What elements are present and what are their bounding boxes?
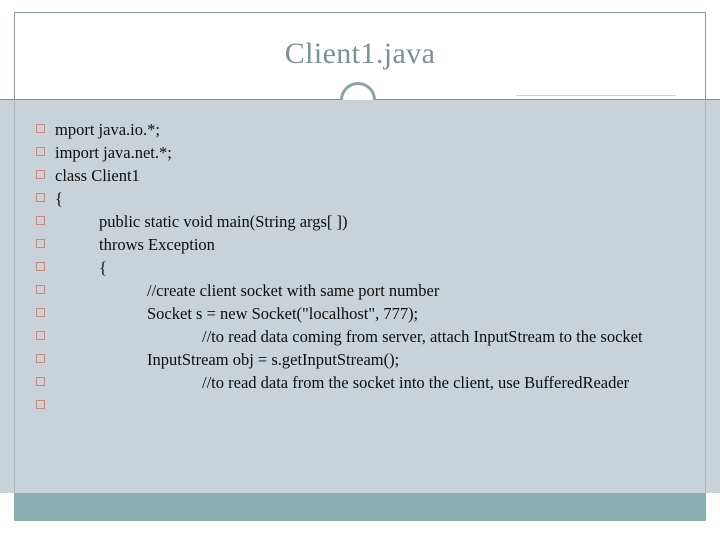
list-item: //to read data coming from server, attac…	[0, 325, 692, 348]
list-item-label: InputStream obj = s.getInputStream();	[147, 350, 400, 369]
list-item: InputStream obj = s.getInputStream();	[0, 348, 692, 371]
square-bullet-icon	[36, 216, 45, 225]
wrap-indent-spacer	[55, 327, 202, 346]
slide-bottom-margin	[0, 521, 720, 540]
square-bullet-icon	[36, 285, 45, 294]
list-item-label: {	[99, 258, 107, 277]
list-item-label: throws Exception	[99, 235, 215, 254]
list-item: import java.net.*;	[0, 141, 692, 164]
list-item: //create client socket with same port nu…	[0, 279, 692, 302]
list-item-label: Socket s = new Socket("localhost", 777);	[147, 304, 419, 323]
square-bullet-icon	[36, 124, 45, 133]
list-item-label: //to read data from the socket into the …	[0, 371, 692, 394]
square-bullet-icon	[36, 262, 45, 271]
page-title: Client1.java	[284, 37, 436, 70]
square-bullet-icon	[36, 239, 45, 248]
square-bullet-icon	[36, 170, 45, 179]
list-item: class Client1	[0, 164, 692, 187]
square-bullet-icon	[36, 400, 45, 409]
square-bullet-icon	[36, 377, 45, 386]
square-bullet-icon	[36, 331, 45, 340]
code-bullet-list: mport java.io.*; import java.net.*; class …	[0, 118, 692, 417]
list-item: Socket s = new Socket("localhost", 777);	[0, 302, 692, 325]
list-item: {	[0, 256, 692, 279]
list-item	[0, 394, 692, 417]
list-item: mport java.io.*;	[0, 118, 692, 141]
list-item: //to read data from the socket into the …	[0, 371, 692, 394]
wrap-indent-spacer	[55, 373, 202, 392]
square-bullet-icon	[36, 354, 45, 363]
list-item-label: //to read data coming from server, attac…	[0, 325, 692, 348]
slide-content-area: mport java.io.*; import java.net.*; class …	[0, 100, 720, 493]
square-bullet-icon	[36, 147, 45, 156]
list-item-label: class Client1	[55, 166, 140, 185]
list-item: throws Exception	[0, 233, 692, 256]
list-item-label: {	[55, 189, 63, 208]
square-bullet-icon	[36, 193, 45, 202]
slide-accent-bar	[14, 493, 706, 521]
list-item-label: //create client socket with same port nu…	[147, 281, 440, 300]
list-item-label: mport java.io.*;	[55, 120, 160, 139]
title-divider-accent-line	[516, 95, 676, 96]
list-item-label: import java.net.*;	[55, 143, 172, 162]
list-item: public static void main(String args[ ])	[0, 210, 692, 233]
list-item-label: public static void main(String args[ ])	[99, 212, 348, 231]
list-item: {	[0, 187, 692, 210]
square-bullet-icon	[36, 308, 45, 317]
